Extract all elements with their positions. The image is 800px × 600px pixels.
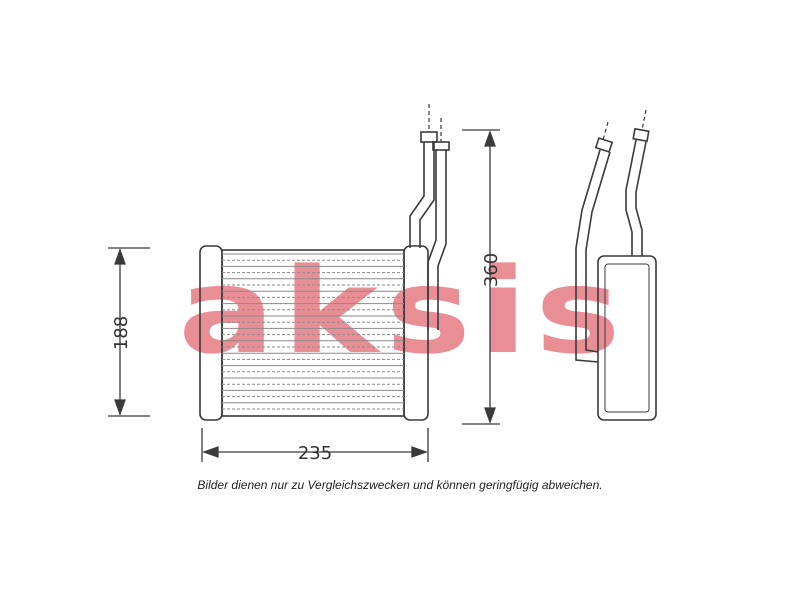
disclaimer-caption: Bilder dienen nur zu Vergleichszwecken u…: [197, 478, 603, 492]
radiator-side-view: [575, 109, 657, 421]
side-pipe-a: [575, 149, 601, 363]
width-dimension-label: 235: [298, 443, 332, 464]
watermark-logo: aksis: [178, 242, 628, 380]
core-frame: [221, 249, 405, 417]
dimension-188: [108, 247, 150, 417]
watermark-text: aksis: [178, 242, 628, 380]
dimension-235: [201, 428, 429, 462]
side-tank: [597, 255, 657, 421]
pipes-front-view: [409, 104, 450, 330]
height-dimension-label: 188: [111, 316, 132, 350]
radiator-front-view: [199, 245, 429, 421]
total-height-dimension-label: 360: [481, 253, 502, 287]
pipe-rear: [409, 142, 425, 248]
dimension-360: [462, 129, 500, 425]
pipe-front: [427, 150, 437, 330]
core-fins: [222, 253, 404, 410]
side-pipe-b: [625, 139, 637, 256]
